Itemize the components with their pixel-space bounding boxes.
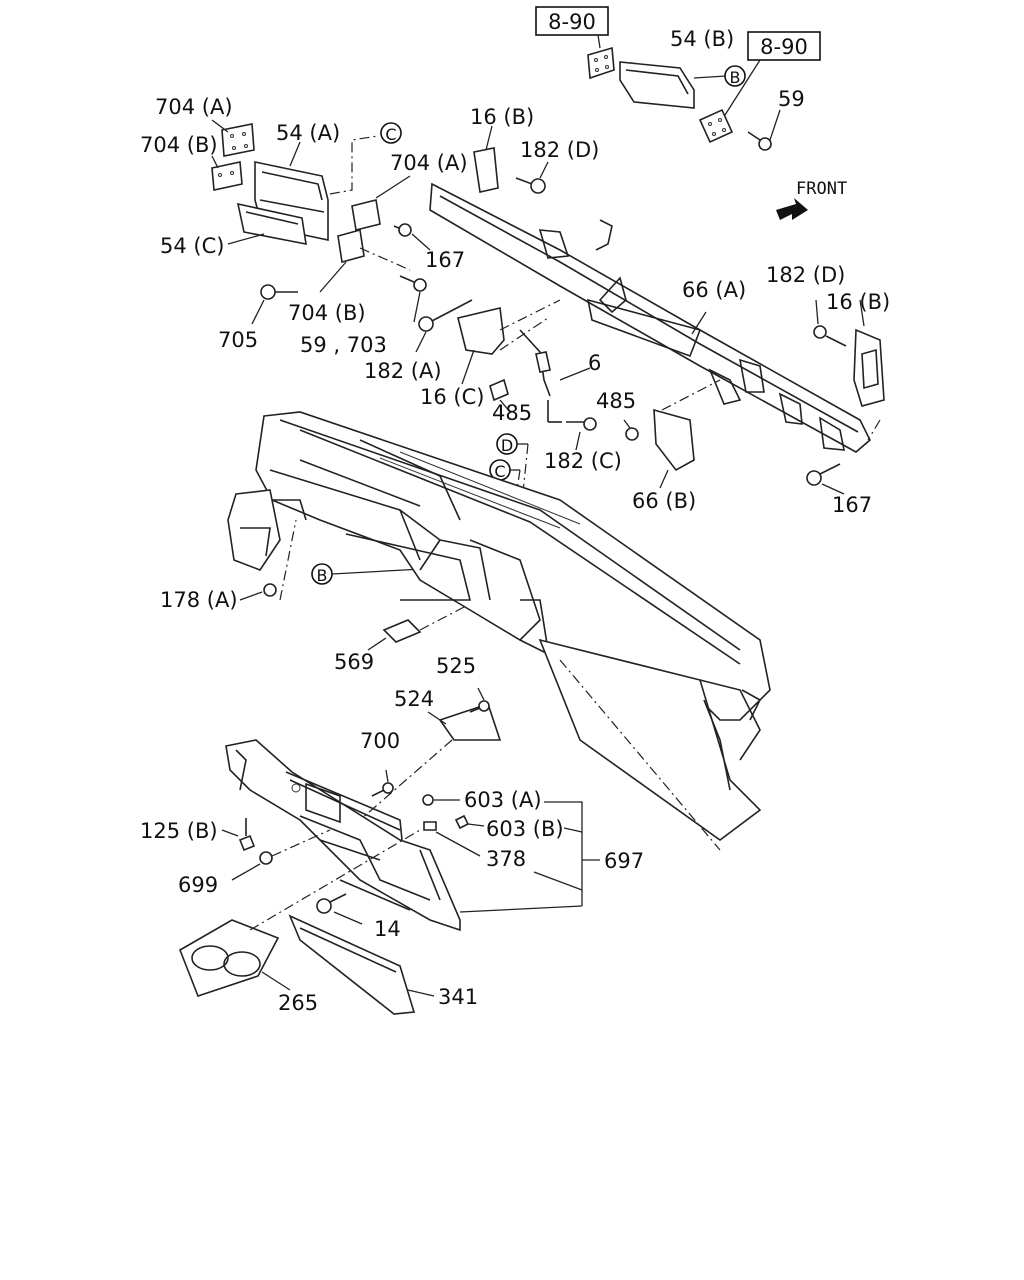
bracket-704-top — [211, 119, 255, 191]
label-54b: 54 (B) — [670, 27, 734, 51]
label-125b: 125 (B) — [140, 819, 218, 843]
pocket-54b — [619, 61, 727, 109]
front-label: FRONT — [796, 179, 847, 199]
label-59-703: 59 , 703 — [300, 333, 387, 357]
label-697: 697 — [604, 849, 644, 873]
cup-holder-265 — [179, 829, 421, 997]
label-16b-right: 16 (B) — [826, 290, 890, 314]
label-705: 705 — [218, 328, 258, 352]
label-704b-top: 704 (B) — [140, 133, 218, 157]
bracket-704-mid — [251, 175, 431, 325]
instrument-panel — [227, 411, 771, 851]
label-16b-top: 16 (B) — [470, 105, 534, 129]
circle-ref-b-top[interactable]: B — [724, 65, 746, 87]
circle-ref-c-mid-label: C — [494, 462, 505, 481]
label-569: 569 — [334, 650, 374, 674]
label-704b-mid: 704 (B) — [288, 301, 366, 325]
label-16c: 16 (C) — [420, 385, 484, 409]
clip-485-right — [623, 419, 639, 441]
label-603b: 603 (B) — [486, 817, 564, 841]
part-labels: 54 (B) 59 704 (A) 704 (B) 54 (A) 54 (C) … — [140, 27, 890, 1015]
screw-700 — [371, 769, 394, 797]
ref-box-8-90-right[interactable]: 8-90 — [747, 31, 821, 61]
bolt-182c — [566, 417, 597, 451]
bracket-16c — [457, 299, 561, 385]
clip-485-left — [489, 317, 591, 423]
fastener-699 — [231, 829, 331, 881]
label-485-right: 485 — [596, 389, 636, 413]
clip-178a — [239, 519, 297, 601]
label-54c: 54 (C) — [160, 234, 224, 258]
label-524: 524 — [394, 687, 434, 711]
box-54a-54c — [227, 135, 379, 246]
bracket-16b-top — [473, 125, 499, 193]
label-341: 341 — [438, 985, 478, 1009]
circle-ref-d-label: D — [501, 436, 513, 455]
ref-box-8-90-right-label: 8-90 — [760, 35, 808, 59]
fastener-125b — [221, 818, 256, 852]
circle-ref-c-top-label: C — [385, 125, 396, 144]
part-524-525 — [359, 687, 502, 821]
label-704a-mid: 704 (A) — [390, 151, 468, 175]
circle-ref-b-top-label: B — [730, 68, 741, 87]
lid-341 — [288, 914, 435, 1015]
clips-603-378 — [422, 794, 600, 913]
label-700: 700 — [360, 729, 400, 753]
label-54a: 54 (A) — [276, 121, 340, 145]
label-167-right: 167 — [832, 493, 872, 517]
circle-ref-b-mid-label: B — [317, 566, 328, 585]
ref-box-8-90-top-label: 8-90 — [548, 10, 596, 34]
lower-panel-697 — [225, 739, 461, 932]
label-603a: 603 (A) — [464, 788, 542, 812]
label-59-top: 59 — [778, 87, 805, 111]
label-704a-top: 704 (A) — [155, 95, 233, 119]
circle-ref-c-mid[interactable]: C — [489, 459, 520, 481]
label-6: 6 — [588, 351, 601, 375]
label-525: 525 — [436, 654, 476, 678]
label-485-left: 485 — [492, 401, 532, 425]
label-167-top: 167 — [425, 248, 465, 272]
bracket-8-90-top — [587, 34, 615, 80]
label-14: 14 — [374, 917, 401, 941]
label-178a: 178 (A) — [160, 588, 238, 612]
label-699: 699 — [178, 873, 218, 897]
part-569 — [367, 605, 467, 651]
bracket-66b — [653, 379, 721, 489]
screw-14 — [316, 893, 363, 925]
bolt-182d-top — [515, 161, 549, 194]
label-182d-right: 182 (D) — [766, 263, 845, 287]
screw-59-top — [747, 109, 781, 151]
cross-beam-66a — [429, 182, 871, 453]
circle-ref-b-mid[interactable]: B — [311, 563, 441, 585]
bolt-182a — [415, 299, 473, 353]
label-378: 378 — [486, 847, 526, 871]
bolt-167-right — [806, 463, 845, 495]
label-265: 265 — [278, 991, 318, 1015]
circle-ref-d[interactable]: D — [496, 433, 528, 455]
label-182d-top: 182 (D) — [520, 138, 599, 162]
label-66a: 66 (A) — [682, 278, 746, 302]
front-arrow: FRONT — [776, 179, 847, 220]
bracket-8-90-right — [698, 59, 761, 144]
label-182c: 182 (C) — [544, 449, 622, 473]
label-66b: 66 (B) — [632, 489, 696, 513]
label-182a: 182 (A) — [364, 359, 442, 383]
ref-box-8-90-top[interactable]: 8-90 — [535, 6, 609, 36]
circle-ref-c-top[interactable]: C — [380, 122, 402, 144]
bolt-182d-right — [813, 299, 885, 441]
